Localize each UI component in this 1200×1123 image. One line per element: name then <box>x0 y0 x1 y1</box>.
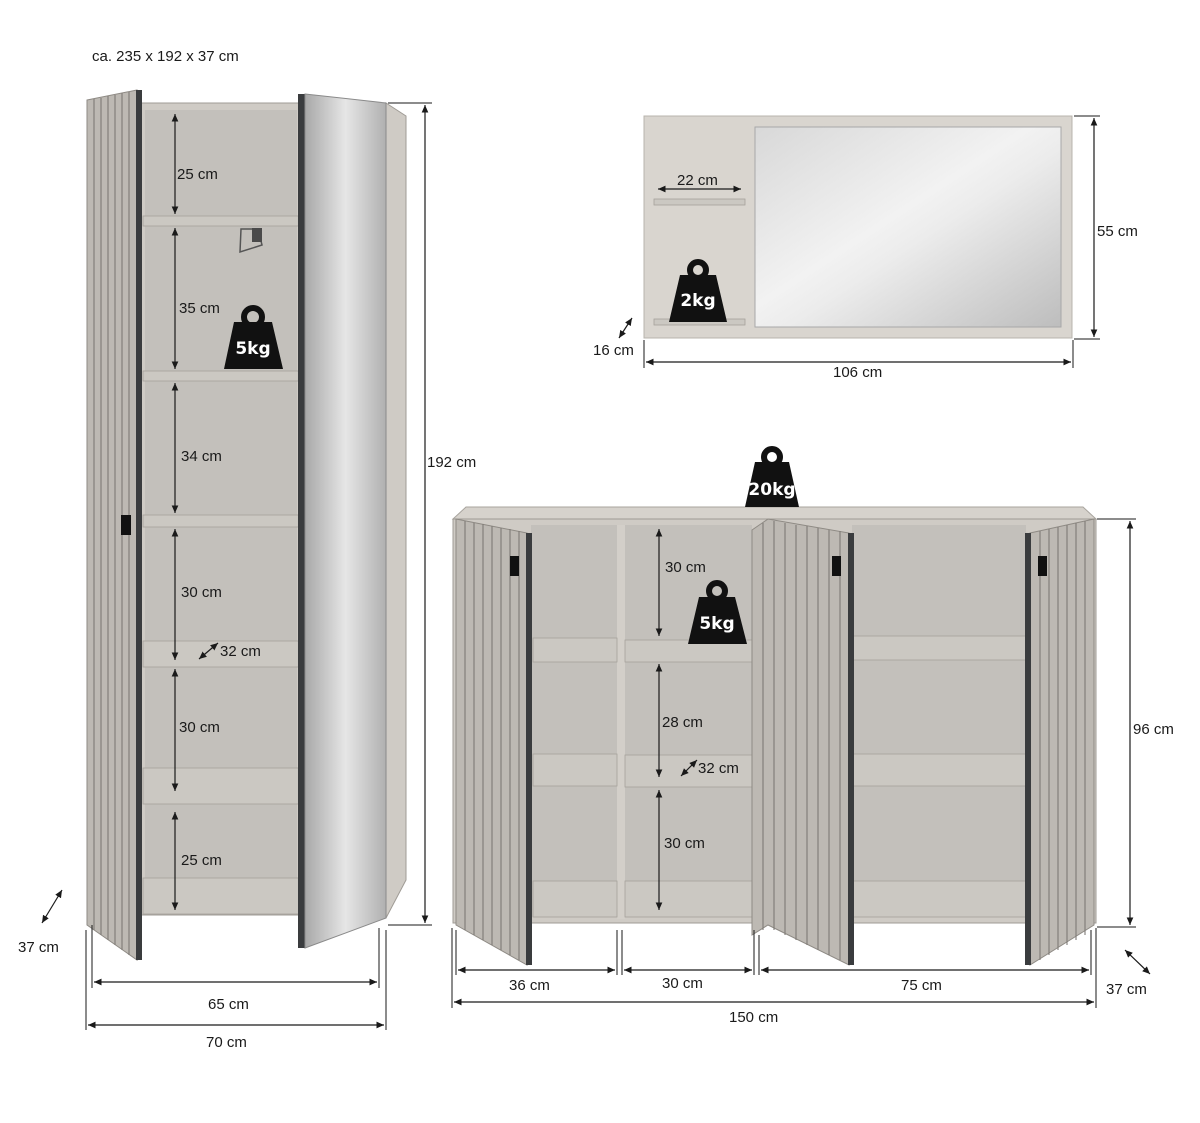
sideboard-depth-label: 37 cm <box>1106 981 1147 998</box>
sideboard-shelf <box>851 635 1027 661</box>
sideboard-section-1-width-label: 36 cm <box>509 977 550 994</box>
wardrobe-shelf <box>142 514 300 528</box>
sideboard-divider <box>617 525 625 919</box>
wardrobe-compartment-3-label: 34 cm <box>181 448 222 465</box>
wardrobe-shelf <box>142 640 300 668</box>
mirror-shelf-width-label: 22 cm <box>677 172 718 189</box>
door-grooves <box>762 521 841 960</box>
sideboard: 20kg 30 cm 28 cm 30 cm 32 cm 5kg 96 cm 3… <box>451 446 1174 1026</box>
wardrobe-inner-width-label: 65 cm <box>208 996 249 1013</box>
door-handle <box>121 515 131 535</box>
wardrobe-compartment-2-label: 35 cm <box>179 300 220 317</box>
sideboard-shelf <box>532 880 618 918</box>
hook-mount <box>252 228 262 242</box>
wardrobe-depth-label: 37 cm <box>18 939 59 956</box>
door-edge <box>848 533 854 965</box>
sideboard-shelf-depth-label: 32 cm <box>698 760 739 777</box>
door-handle <box>510 556 519 576</box>
weight-icon: 2kg <box>669 259 727 322</box>
door-edge <box>136 90 142 960</box>
door-edge <box>1025 533 1031 965</box>
mirror-shelf-top <box>653 198 746 206</box>
mirror-door-edge <box>298 94 306 948</box>
mirror-weight-label: 2kg <box>680 291 715 311</box>
wardrobe-compartment-5-label: 30 cm <box>179 719 220 736</box>
wardrobe-shelf-depth-label: 32 cm <box>220 643 261 660</box>
door-grooves <box>1039 521 1086 960</box>
sideboard-top-weight-label: 20kg <box>748 480 795 500</box>
sideboard-section-3-width-label: 75 cm <box>901 977 942 994</box>
sideboard-middle-door <box>751 518 850 966</box>
wardrobe-shelf <box>142 370 300 382</box>
wardrobe-outer-width-label: 70 cm <box>206 1034 247 1051</box>
wardrobe-shelf <box>142 215 300 227</box>
wardrobe: 25 cm 35 cm 34 cm 30 cm 30 cm 25 cm 32 c… <box>18 89 476 1051</box>
mirror-depth-label: 16 cm <box>593 342 634 359</box>
sideboard-section-left <box>531 525 617 917</box>
sideboard-shelf <box>851 880 1027 918</box>
wardrobe-side-panel <box>385 102 407 919</box>
weight-icon: 5kg <box>688 580 747 644</box>
door-grooves <box>93 92 130 955</box>
sideboard-section-2-width-label: 30 cm <box>662 975 703 992</box>
wardrobe-shelf <box>142 767 300 805</box>
door-grooves <box>464 521 520 960</box>
wardrobe-compartment-6-label: 25 cm <box>181 852 222 869</box>
mirror-width-label: 106 cm <box>833 364 882 381</box>
sideboard-shelf <box>624 880 753 918</box>
mirror-glass <box>754 126 1062 328</box>
wall-mirror-panel: 22 cm 2kg 55 cm 16 cm 106 cm <box>593 115 1138 381</box>
sideboard-weight-label: 5kg <box>699 614 734 634</box>
sideboard-shelf <box>532 637 618 663</box>
sideboard-shelf <box>851 753 1027 787</box>
sideboard-section-right <box>852 525 1026 917</box>
door-edge <box>526 533 532 965</box>
sideboard-height-label: 96 cm <box>1133 721 1174 738</box>
wardrobe-bottom <box>142 877 300 915</box>
wardrobe-height-label: 192 cm <box>427 454 476 471</box>
wardrobe-mirror-door <box>304 93 387 949</box>
sideboard-compartment-2-label: 28 cm <box>662 714 703 731</box>
overall-dimensions-label: ca. 235 x 192 x 37 cm <box>92 48 239 65</box>
sideboard-top <box>451 506 1098 520</box>
sideboard-section-middle <box>625 525 752 917</box>
door-handle <box>832 556 841 576</box>
weight-icon: 5kg <box>224 305 283 369</box>
mirror-height-label: 55 cm <box>1097 223 1138 240</box>
wardrobe-weight-label: 5kg <box>235 339 270 359</box>
door-handle <box>1038 556 1047 576</box>
sideboard-shelf <box>532 753 618 787</box>
weight-icon: 20kg <box>745 446 799 507</box>
sideboard-compartment-3-label: 30 cm <box>664 835 705 852</box>
wardrobe-compartment-1-label: 25 cm <box>177 166 218 183</box>
sideboard-compartment-1-label: 30 cm <box>665 559 706 576</box>
sideboard-total-width-label: 150 cm <box>729 1009 778 1026</box>
wardrobe-compartment-4-label: 30 cm <box>181 584 222 601</box>
